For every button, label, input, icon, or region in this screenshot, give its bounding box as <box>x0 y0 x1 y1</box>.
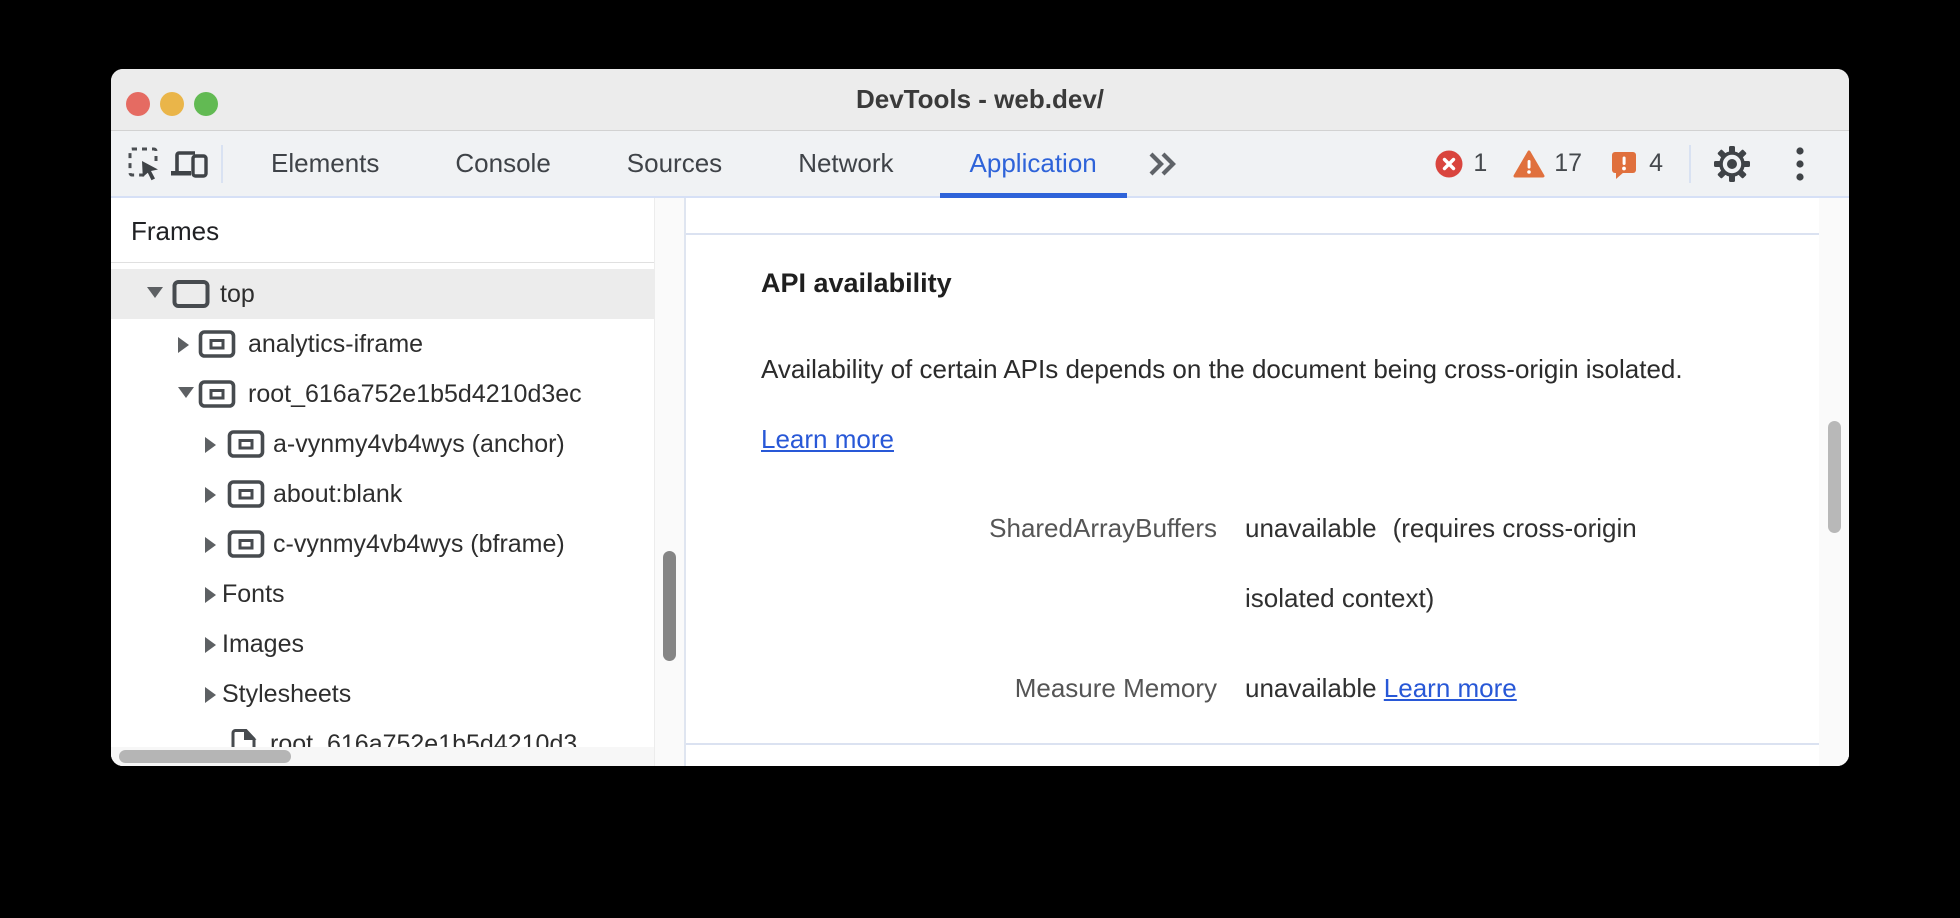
tree-item-label: a-vynmy4vb4wys (anchor) <box>273 430 565 458</box>
tree-item-bframe[interactable]: c-vynmy4vb4wys (bframe) <box>111 519 655 569</box>
tree-item-top[interactable]: top <box>111 269 655 319</box>
chevron-right-icon[interactable] <box>205 537 216 553</box>
kebab-menu-icon <box>1796 146 1804 181</box>
issues-count: 4 <box>1649 149 1663 177</box>
toggle-device-toolbar-button[interactable] <box>167 142 211 186</box>
sidebar-vertical-scrollbar[interactable] <box>654 198 684 766</box>
tree-item-label: top <box>220 280 255 308</box>
sidebar-horizontal-scrollbar[interactable] <box>111 747 654 766</box>
tree-item-label: Stylesheets <box>222 680 352 708</box>
api-status: unavailable Learn more <box>1245 653 1715 723</box>
chevron-right-icon[interactable] <box>205 637 216 653</box>
tree-item-label: analytics-iframe <box>248 330 424 358</box>
chevron-right-icon[interactable] <box>205 487 216 503</box>
iframe-icon <box>227 430 265 458</box>
sidebar-vertical-scrollbar-thumb[interactable] <box>663 551 676 661</box>
tree-item-label: Images <box>222 630 304 658</box>
toolbar-right-group: 1 17 4 <box>1408 141 1849 187</box>
status-text: unavailable <box>1245 673 1377 703</box>
inspect-cursor-icon <box>128 147 163 182</box>
chevron-right-icon[interactable] <box>205 437 216 453</box>
tab-network[interactable]: Network <box>798 148 894 178</box>
tab-elements[interactable]: Elements <box>271 148 380 178</box>
zoom-window-button[interactable] <box>194 92 218 116</box>
toolbar-separator <box>221 144 223 183</box>
gear-icon <box>1714 145 1750 182</box>
iframe-icon <box>198 380 236 408</box>
chevron-right-icon[interactable] <box>178 337 189 353</box>
tree-item-about-blank[interactable]: about:blank <box>111 469 655 519</box>
warning-count: 17 <box>1554 149 1583 177</box>
tab-application[interactable]: Application <box>932 131 1135 198</box>
tree-item-label: Fonts <box>222 580 285 608</box>
api-name: Measure Memory <box>1014 673 1217 703</box>
tab-sources[interactable]: Sources <box>626 148 723 178</box>
api-status: unavailable(requires cross-origin isolat… <box>1245 493 1715 633</box>
devtools-toolbar: Elements Console Sources Network Applica… <box>111 131 1849 198</box>
chevron-down-icon[interactable] <box>178 387 194 398</box>
warning-badge[interactable]: 17 <box>1513 149 1582 179</box>
iframe-icon <box>198 330 236 358</box>
error-badge[interactable]: 1 <box>1434 149 1487 179</box>
close-window-button[interactable] <box>126 92 150 116</box>
status-note: (requires cross-origin isolated context) <box>1245 513 1637 613</box>
status-text: unavailable <box>1245 513 1377 543</box>
section-heading: API availability <box>761 268 952 298</box>
section-divider <box>686 743 1819 745</box>
description-text: Availability of certain APIs depends on … <box>761 354 1683 384</box>
application-panel: Frames top analytics-iframe root_616a752… <box>111 198 1849 766</box>
inspect-element-button[interactable] <box>123 142 167 186</box>
tree-item-stylesheets[interactable]: Stylesheets <box>111 669 655 719</box>
api-availability-table: SharedArrayBuffers unavailable(requires … <box>761 493 1819 723</box>
chevron-right-icon[interactable] <box>205 587 216 603</box>
chevron-right-icon[interactable] <box>205 687 216 703</box>
main-vertical-scrollbar[interactable] <box>1819 198 1849 766</box>
table-row: Measure Memory unavailable Learn more <box>761 653 1819 723</box>
issues-icon <box>1612 151 1637 179</box>
error-icon <box>1435 150 1463 177</box>
chevron-double-right-icon <box>1149 152 1176 175</box>
tree-item-label: about:blank <box>273 480 403 508</box>
frames-sidebar: Frames top analytics-iframe root_616a752… <box>111 198 686 766</box>
panel-tabs: Elements Console Sources Network Applica… <box>233 131 1135 198</box>
api-availability-section: API availability Availability of certain… <box>686 235 1819 723</box>
tab-console[interactable]: Console <box>455 148 551 178</box>
tree-item-fonts[interactable]: Fonts <box>111 569 655 619</box>
frames-tree: top analytics-iframe root_616a752e1b5d42… <box>111 269 655 766</box>
window-title: DevTools - web.dev/ <box>855 84 1104 114</box>
minimize-window-button[interactable] <box>160 92 184 116</box>
table-row: SharedArrayBuffers unavailable(requires … <box>761 493 1819 633</box>
iframe-icon <box>227 480 265 508</box>
tree-item-anchor-frame[interactable]: a-vynmy4vb4wys (anchor) <box>111 419 655 469</box>
learn-more-link[interactable]: Learn more <box>1383 673 1517 703</box>
api-name: SharedArrayBuffers <box>989 513 1217 543</box>
more-tabs-button[interactable] <box>1145 149 1179 179</box>
iframe-icon <box>227 530 265 558</box>
tree-item-analytics-iframe[interactable]: analytics-iframe <box>111 319 655 369</box>
tree-item-label: c-vynmy4vb4wys (bframe) <box>273 530 565 558</box>
customize-devtools-button[interactable] <box>1777 141 1823 187</box>
devtools-window: DevTools - web.dev/ Elements Console Sou… <box>111 69 1849 766</box>
error-count: 1 <box>1473 149 1488 177</box>
section-divider <box>686 233 1819 235</box>
device-toolbar-icon <box>171 150 208 178</box>
tree-item-label: root_616a752e1b5d4210d3ec <box>248 380 582 408</box>
warning-icon <box>1513 150 1545 177</box>
main-vertical-scrollbar-thumb[interactable] <box>1828 421 1841 533</box>
frame-details-view: API availability Availability of certain… <box>686 198 1849 766</box>
toolbar-separator <box>1689 144 1691 183</box>
tree-item-images[interactable]: Images <box>111 619 655 669</box>
frames-section-header[interactable]: Frames <box>111 198 684 263</box>
sidebar-horizontal-scrollbar-thumb[interactable] <box>119 750 291 763</box>
section-description: Availability of certain APIs depends on … <box>761 334 1741 474</box>
settings-button[interactable] <box>1709 141 1755 187</box>
learn-more-link[interactable]: Learn more <box>761 424 894 454</box>
tree-item-root-frame[interactable]: root_616a752e1b5d4210d3ec <box>111 369 655 419</box>
chevron-down-icon[interactable] <box>147 287 163 298</box>
titlebar: DevTools - web.dev/ <box>111 69 1849 131</box>
frame-icon <box>172 280 210 308</box>
issues-badge[interactable]: 4 <box>1608 148 1663 180</box>
